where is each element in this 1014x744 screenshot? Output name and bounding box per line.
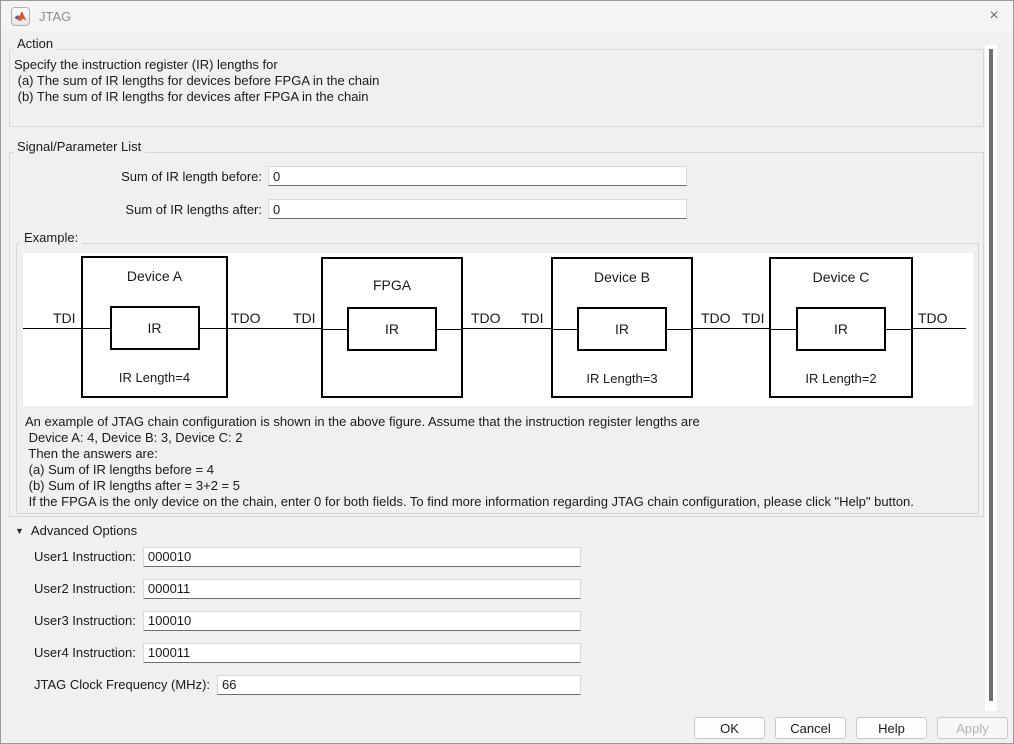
device-a-name: Device A	[126, 268, 183, 284]
port-tdo-3: TDO	[699, 310, 733, 326]
advanced-options-toggle[interactable]: ▼ Advanced Options	[15, 523, 137, 538]
signal-parameter-groupbox: Signal/Parameter List Sum of IR length b…	[9, 139, 984, 517]
port-tdi-1: TDI	[51, 310, 78, 326]
user2-instruction-row: User2 Instruction:	[34, 578, 581, 599]
port-tdi-2: TDI	[291, 310, 318, 326]
matlab-logo-glyph	[14, 10, 27, 21]
user1-instruction-row: User1 Instruction:	[34, 546, 581, 567]
device-a-ir-box: IR	[109, 306, 200, 350]
user2-instruction-label: User2 Instruction:	[34, 581, 136, 596]
action-line-1: Specify the instruction register (IR) le…	[14, 57, 278, 72]
note-line-4: (a) Sum of IR lengths before = 4	[25, 462, 214, 477]
device-b-ir-length: IR Length=3	[586, 371, 658, 386]
example-notes: An example of JTAG chain configuration i…	[25, 414, 914, 510]
user3-instruction-row: User3 Instruction:	[34, 610, 581, 631]
user3-instruction-input[interactable]	[142, 610, 581, 631]
action-groupbox: Action Specify the instruction register …	[9, 36, 984, 127]
advanced-options-label: Advanced Options	[30, 523, 138, 538]
ok-button[interactable]: OK	[694, 717, 765, 739]
vertical-scrollbar-track[interactable]	[985, 45, 997, 711]
sum-ir-after-row: Sum of IR lengths after:	[18, 199, 687, 219]
device-b-ir-box: IR	[577, 307, 667, 351]
fpga-box: FPGA IR	[321, 257, 463, 398]
fpga-ir-box: IR	[347, 307, 437, 351]
note-line-6: If the FPGA is the only device on the ch…	[25, 494, 914, 509]
user4-instruction-label: User4 Instruction:	[34, 645, 136, 660]
collapse-caret-icon: ▼	[15, 525, 24, 536]
note-line-1: An example of JTAG chain configuration i…	[25, 414, 700, 429]
jtag-clock-frequency-label: JTAG Clock Frequency (MHz):	[34, 677, 211, 692]
note-line-2: Device A: 4, Device B: 3, Device C: 2	[25, 430, 243, 445]
action-groupbox-label: Action	[13, 36, 58, 51]
port-tdo-2: TDO	[469, 310, 503, 326]
footer-button-row: OK Cancel Help Apply	[684, 717, 1008, 739]
device-b-name: Device B	[593, 269, 651, 285]
sum-ir-after-label: Sum of IR lengths after:	[125, 201, 262, 217]
example-groupbox-label: Example:	[20, 230, 83, 245]
sum-ir-before-label: Sum of IR length before:	[121, 168, 262, 184]
title-bar[interactable]: JTAG ×	[1, 1, 1013, 31]
port-tdi-3: TDI	[519, 310, 546, 326]
sum-ir-before-row: Sum of IR length before:	[18, 166, 687, 186]
action-line-2: (a) The sum of IR lengths for devices be…	[14, 73, 380, 88]
sum-ir-after-input[interactable]	[268, 199, 687, 219]
example-groupbox: Example: Device A IR IR Length=4 FPGA IR	[16, 230, 979, 514]
device-a-ir-length: IR Length=4	[118, 370, 191, 385]
user2-instruction-input[interactable]	[142, 578, 581, 599]
action-line-3: (b) The sum of IR lengths for devices af…	[14, 89, 369, 104]
close-icon[interactable]: ×	[989, 7, 999, 24]
window-title: JTAG	[39, 8, 72, 24]
matlab-logo-icon	[11, 6, 30, 26]
jtag-clock-frequency-row: JTAG Clock Frequency (MHz):	[34, 674, 581, 695]
jtag-chain-diagram: Device A IR IR Length=4 FPGA IR Device B…	[23, 253, 973, 406]
cancel-button[interactable]: Cancel	[775, 717, 846, 739]
vertical-scrollbar-thumb[interactable]	[989, 49, 993, 701]
user4-instruction-row: User4 Instruction:	[34, 642, 581, 663]
user1-instruction-input[interactable]	[142, 546, 581, 567]
user4-instruction-input[interactable]	[142, 642, 581, 663]
device-a-box: Device A IR IR Length=4	[81, 256, 228, 398]
device-b-box: Device B IR IR Length=3	[551, 257, 693, 398]
user3-instruction-label: User3 Instruction:	[34, 613, 136, 628]
port-tdo-1: TDO	[229, 310, 263, 326]
chain-line	[23, 328, 966, 329]
help-button[interactable]: Help	[856, 717, 927, 739]
signal-parameter-groupbox-label: Signal/Parameter List	[13, 139, 146, 154]
sum-ir-before-input[interactable]	[268, 166, 687, 186]
device-c-name: Device C	[812, 269, 870, 285]
user1-instruction-label: User1 Instruction:	[34, 549, 136, 564]
port-tdi-4: TDI	[740, 310, 767, 326]
device-c-ir-box: IR	[796, 307, 886, 351]
note-line-5: (b) Sum of IR lengths after = 3+2 = 5	[25, 478, 240, 493]
fpga-name: FPGA	[372, 277, 412, 293]
apply-button[interactable]: Apply	[937, 717, 1008, 739]
note-line-3: Then the answers are:	[25, 446, 158, 461]
device-c-ir-length: IR Length=2	[805, 371, 877, 386]
device-c-box: Device C IR IR Length=2	[769, 257, 913, 398]
jtag-clock-frequency-input[interactable]	[217, 674, 581, 695]
port-tdo-4: TDO	[916, 310, 950, 326]
